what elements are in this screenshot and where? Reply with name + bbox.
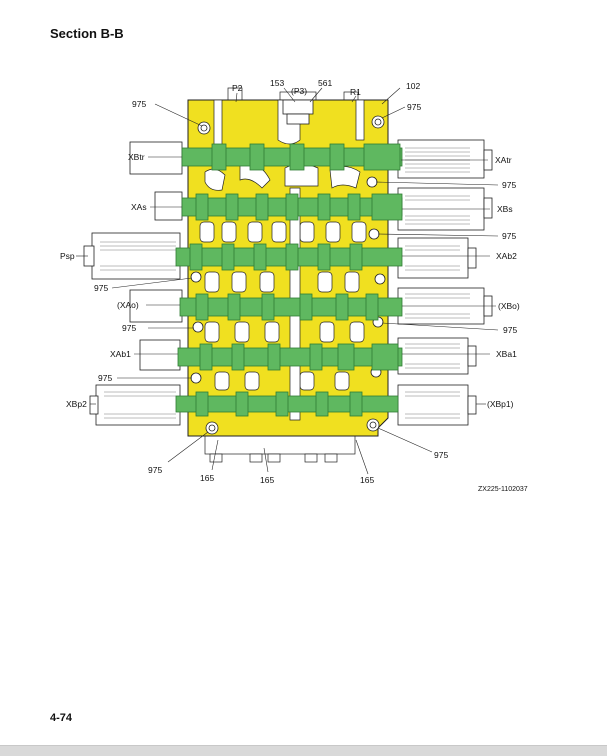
label-xas: XAs: [131, 202, 147, 212]
label-xbo: (XBo): [498, 301, 520, 311]
label-153: 153: [270, 78, 284, 88]
spool-swing: [181, 193, 403, 221]
spool-boom1: [177, 343, 403, 371]
label-p3: (P3): [291, 86, 307, 96]
callout-labels: P2 153 (P3) 561 R1 102 975 975 XBtr XAtr…: [60, 78, 528, 493]
label-975-tr: 975: [407, 102, 421, 112]
label-165-c: 165: [360, 475, 374, 485]
label-165-a: 165: [200, 473, 214, 483]
label-165-b: 165: [260, 475, 274, 485]
label-r1: R1: [350, 87, 361, 97]
label-xbp2: XBp2: [66, 399, 87, 409]
label-975-r3: 975: [503, 325, 517, 335]
label-xbtr: XBtr: [128, 152, 145, 162]
bolt-holes: [190, 115, 386, 435]
label-xbs: XBs: [497, 204, 513, 214]
label-xab1: XAb1: [110, 349, 131, 359]
spool-option: [179, 293, 403, 321]
label-xao: (XAo): [117, 300, 139, 310]
label-975-r2: 975: [502, 231, 516, 241]
label-975-bl: 975: [148, 465, 162, 475]
spring-hatching: [100, 147, 470, 419]
spools: [175, 143, 403, 417]
label-xbp1: (XBp1): [487, 399, 514, 409]
label-xba1: XBa1: [496, 349, 517, 359]
label-xab2: XAb2: [496, 251, 517, 261]
label-p2: P2: [232, 83, 243, 93]
figure-id: ZX225-1102037: [478, 486, 528, 493]
top-plug: [282, 99, 314, 125]
spool-travel: [181, 143, 403, 171]
label-xatr: XAtr: [495, 155, 512, 165]
label-975-tl: 975: [132, 99, 146, 109]
label-102: 102: [406, 81, 420, 91]
label-975-r1: 975: [502, 180, 516, 190]
label-psp: Psp: [60, 251, 75, 261]
bottom-ports: [204, 435, 356, 463]
spool-boom2: [175, 243, 403, 271]
label-561: 561: [318, 78, 332, 88]
spool-bucket: [175, 391, 399, 417]
label-975-l1: 975: [94, 283, 108, 293]
label-975-l3: 975: [98, 373, 112, 383]
label-975-l2: 975: [122, 323, 136, 333]
label-975-br: 975: [434, 450, 448, 460]
page-number: 4-74: [50, 712, 73, 724]
bottom-bar: [0, 745, 607, 756]
leader-lines: [76, 87, 499, 475]
page-title: Section B-B: [50, 26, 124, 41]
